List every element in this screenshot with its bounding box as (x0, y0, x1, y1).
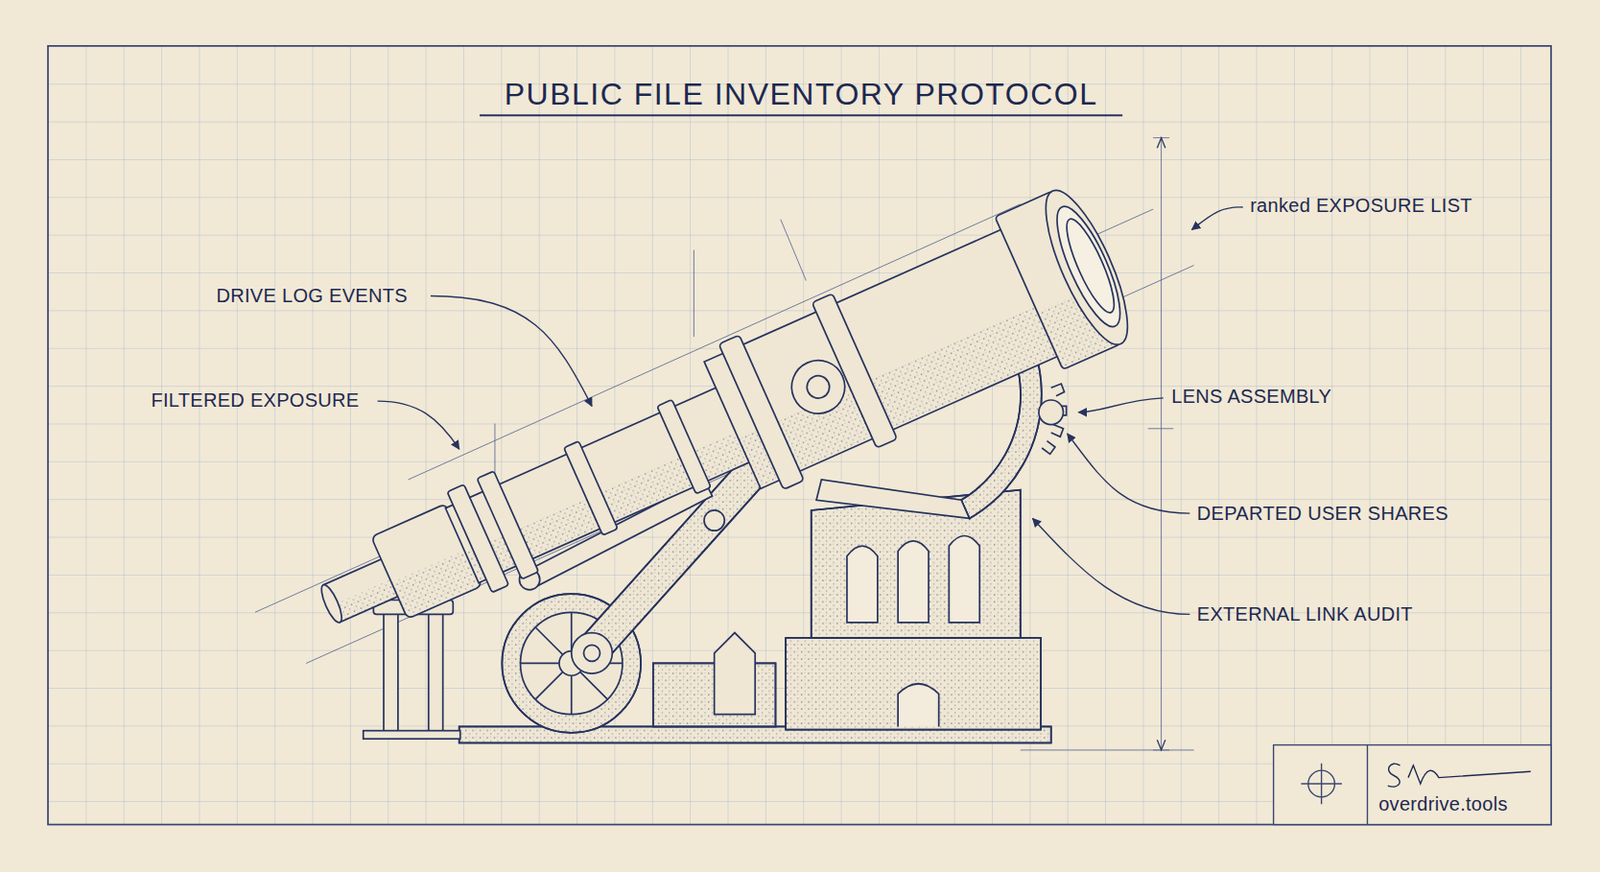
construction-lines (255, 138, 1195, 751)
callout-label: DEPARTED USER SHARES (1197, 502, 1449, 525)
title-underline (479, 114, 1123, 117)
sheet-frame (47, 46, 1552, 825)
callout-label: LENS ASSEMBLY (1171, 385, 1332, 408)
telescope-tube (291, 181, 1143, 683)
callout-label: EXTERNAL LINK AUDIT (1197, 603, 1413, 626)
title-block (1273, 745, 1552, 825)
callout-label: ranked EXPOSURE LIST (1249, 194, 1473, 217)
watermark-url: overdrive.tools (1378, 793, 1508, 816)
callout-label: DRIVE LOG EVENTS (216, 284, 408, 307)
callout-label: FILTERED EXPOSURE (150, 389, 359, 412)
leader-lines (377, 207, 1244, 615)
sheet-title: PUBLIC FILE INVENTORY PROTOCOL (504, 76, 1099, 113)
